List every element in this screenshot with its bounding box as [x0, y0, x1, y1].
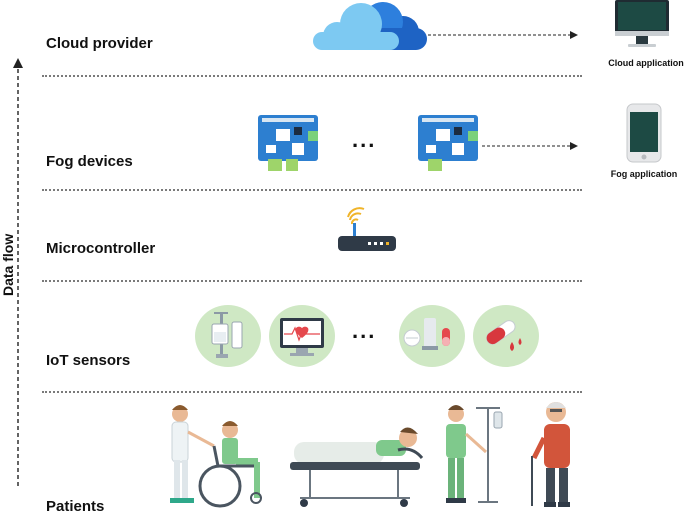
- layer-separator: [42, 391, 582, 393]
- fog-board-icon: [418, 115, 478, 171]
- fog-ellipsis: ...: [352, 127, 377, 152]
- app-label-fog: Fog application: [610, 169, 678, 179]
- layer-label-cloud: Cloud provider: [46, 35, 153, 52]
- pills-sensor-icon: [399, 305, 465, 367]
- smartphone-icon: [626, 103, 662, 163]
- app-label-cloud: Cloud application: [608, 58, 684, 68]
- nurse-iv-icon: [446, 405, 503, 503]
- layer-label-microcontroller: Microcontroller: [46, 240, 156, 257]
- cloud-icon: [313, 2, 427, 50]
- iv-drip-sensor-icon: [195, 305, 261, 367]
- iot-ellipsis: ...: [352, 318, 377, 343]
- layer-label-iot: IoT sensors: [46, 352, 131, 369]
- axis-title: Data flow: [0, 233, 16, 296]
- data-flow-arrow: [13, 58, 23, 486]
- layer-separator: [42, 189, 582, 191]
- monitor-icon: [615, 0, 669, 47]
- fog-board-icon: [258, 115, 318, 171]
- stretcher-patient-icon: [290, 427, 424, 507]
- cloud-arrow: [428, 31, 578, 39]
- layer-label-patients: Patients: [46, 498, 105, 513]
- elderly-patient-icon: [531, 402, 570, 507]
- blood-sensor-icon: [473, 305, 539, 367]
- layer-label-fog: Fog devices: [46, 153, 133, 170]
- layer-separator: [42, 75, 582, 77]
- layer-separator: [42, 280, 582, 282]
- wifi-router-icon: [338, 207, 396, 251]
- heart-monitor-icon: [269, 305, 335, 367]
- fog-arrow: [482, 142, 578, 150]
- doctor-wheelchair-icon: [170, 405, 262, 508]
